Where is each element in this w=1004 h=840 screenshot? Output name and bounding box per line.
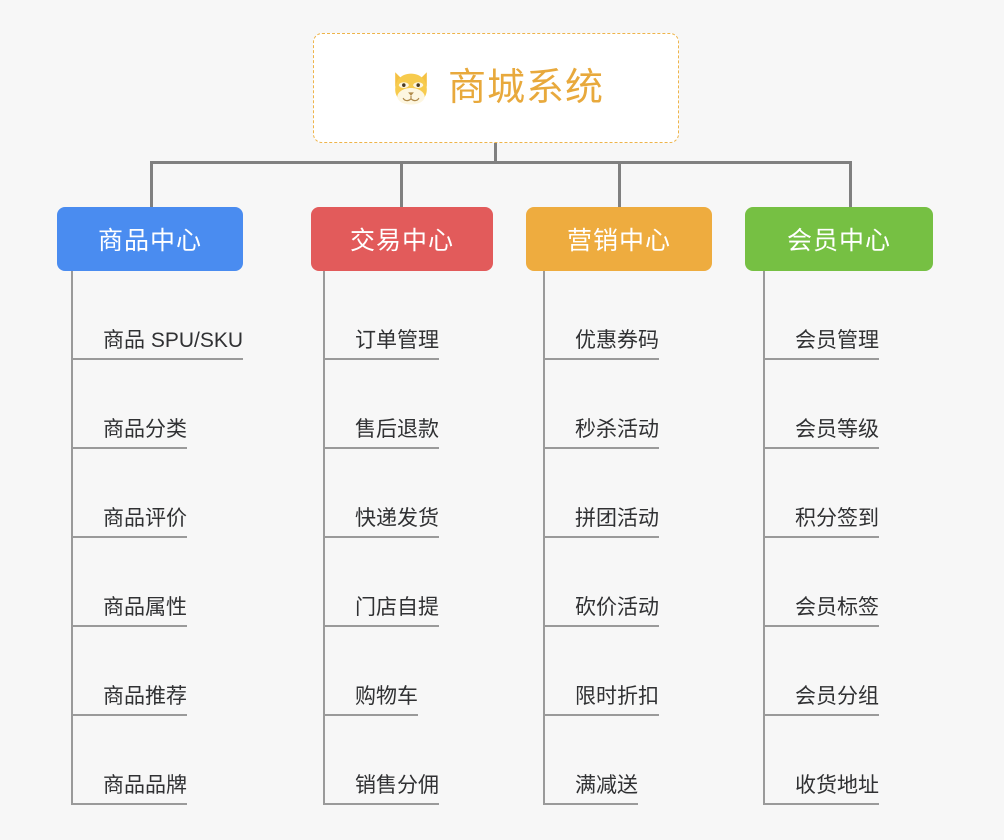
leaf-item-label: 会员等级 [763,418,879,449]
leaf-item[interactable]: 收货地址 [763,716,993,805]
leaf-item[interactable]: 限时折扣 [543,627,773,716]
category-label: 商品中心 [97,227,202,255]
leaf-item-label: 秒杀活动 [543,418,659,449]
leaf-item-label: 门店自提 [323,596,439,627]
category-label: 会员中心 [786,227,891,255]
root-node-mall-system[interactable]: 商城系统 [313,33,679,143]
leaf-item-label: 商品属性 [71,596,187,627]
leaf-item-label: 商品推荐 [71,685,187,716]
category-label: 交易中心 [349,227,454,255]
connector-drop-4 [849,161,852,207]
connector-drop-3 [618,161,621,207]
leaf-item-label: 商品分类 [71,418,187,449]
leaf-item-label: 销售分佣 [323,774,439,805]
leaf-item[interactable]: 商品品牌 [71,716,301,805]
leaf-column-marketing-center: 优惠券码 秒杀活动 拼团活动 砍价活动 限时折扣 满减送 [543,271,773,805]
leaf-item-label: 收货地址 [763,774,879,805]
leaf-item[interactable]: 订单管理 [323,271,553,360]
leaf-item[interactable]: 快递发货 [323,449,553,538]
leaf-item[interactable]: 门店自提 [323,538,553,627]
leaf-column-trade-center: 订单管理 售后退款 快递发货 门店自提 购物车 销售分佣 [323,271,553,805]
connector-column-spine [763,271,765,805]
leaf-item[interactable]: 优惠券码 [543,271,773,360]
leaf-column-product-center: 商品 SPU/SKU 商品分类 商品评价 商品属性 商品推荐 商品品牌 [71,271,301,805]
leaf-item[interactable]: 购物车 [323,627,553,716]
leaf-item-label: 限时折扣 [543,685,659,716]
leaf-item[interactable]: 商品属性 [71,538,301,627]
leaf-item-label: 商品评价 [71,507,187,538]
leaf-item[interactable]: 会员分组 [763,627,993,716]
category-box-trade-center[interactable]: 交易中心 [311,207,493,271]
connector-drop-2 [400,161,403,207]
leaf-item-label: 砍价活动 [543,596,659,627]
leaf-item-label: 快递发货 [323,507,439,538]
leaf-item[interactable]: 商品评价 [71,449,301,538]
leaf-item[interactable]: 秒杀活动 [543,360,773,449]
leaf-item[interactable]: 拼团活动 [543,449,773,538]
leaf-item-label: 拼团活动 [543,507,659,538]
leaf-item[interactable]: 会员管理 [763,271,993,360]
leaf-item[interactable]: 会员等级 [763,360,993,449]
category-box-product-center[interactable]: 商品中心 [57,207,243,271]
leaf-item-label: 会员标签 [763,596,879,627]
connector-root-stem [494,143,497,164]
leaf-item-label: 购物车 [323,685,418,716]
leaf-item[interactable]: 满减送 [543,716,773,805]
leaf-column-member-center: 会员管理 会员等级 积分签到 会员标签 会员分组 收货地址 [763,271,993,805]
leaf-item-label: 商品品牌 [71,774,187,805]
leaf-item-label: 订单管理 [323,329,439,360]
leaf-item[interactable]: 销售分佣 [323,716,553,805]
leaf-item[interactable]: 商品推荐 [71,627,301,716]
category-label: 营销中心 [566,227,671,255]
leaf-item[interactable]: 商品分类 [71,360,301,449]
connector-column-spine [543,271,545,805]
leaf-item[interactable]: 售后退款 [323,360,553,449]
leaf-item-label: 售后退款 [323,418,439,449]
leaf-item[interactable]: 商品 SPU/SKU [71,271,301,360]
category-box-member-center[interactable]: 会员中心 [745,207,933,271]
connector-column-spine [71,271,73,805]
connector-drop-1 [150,161,153,207]
leaf-item-label: 会员管理 [763,329,879,360]
connector-column-spine [323,271,325,805]
leaf-item[interactable]: 会员标签 [763,538,993,627]
leaf-item-label: 商品 SPU/SKU [71,329,244,360]
shiba-dog-face-icon [395,72,427,105]
leaf-item-label: 积分签到 [763,507,879,538]
leaf-item-label: 优惠券码 [543,329,659,360]
leaf-item-label: 会员分组 [763,685,879,716]
root-node-title: 商城系统 [447,67,604,109]
category-box-marketing-center[interactable]: 营销中心 [526,207,712,271]
leaf-item-label: 满减送 [543,774,638,805]
leaf-item[interactable]: 砍价活动 [543,538,773,627]
leaf-item[interactable]: 积分签到 [763,449,993,538]
connector-horizontal-bar [150,161,852,164]
